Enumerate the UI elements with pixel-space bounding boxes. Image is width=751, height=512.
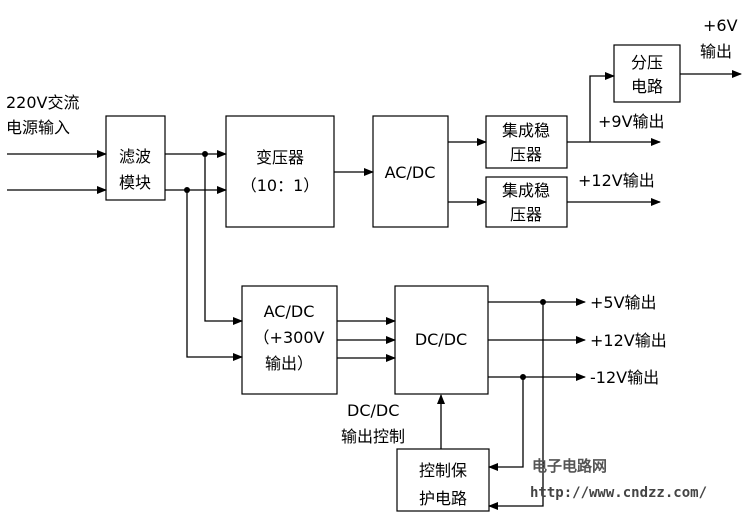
- plus6v-label-line2: 输出: [700, 42, 732, 61]
- regulator-2-label-line2: 压器: [510, 205, 542, 224]
- feedback-wire-5v: [488, 302, 544, 510]
- transformer-block: 变压器 （10：1）: [225, 115, 335, 228]
- acdc-bottom-label-line2: （+300V: [254, 328, 325, 347]
- watermark-url: http://www.cndzz.com/: [530, 485, 707, 501]
- input-label-line1: 220V交流: [6, 93, 80, 112]
- junction-dot: [520, 374, 526, 380]
- junction-dot: [184, 187, 190, 193]
- dcdc-label: DC/DC: [415, 330, 467, 349]
- regulator-2-block: 集成稳 压器: [485, 176, 568, 228]
- regulator-2-label-line1: 集成稳: [502, 181, 550, 200]
- filter-to-acdc-bottom-wire-1: [204, 154, 243, 325]
- plus5v-label: +5V输出: [590, 293, 657, 312]
- filter-module-label-line1: 滤波: [119, 147, 151, 166]
- minus12v-label: -12V输出: [590, 368, 659, 387]
- control-protect-label-line2: 护电路: [419, 489, 467, 508]
- regulator-1-label-line1: 集成稳: [502, 121, 550, 140]
- regulator-to-divider-wire: [589, 72, 615, 142]
- control-protect-label-line1: 控制保: [419, 461, 467, 480]
- plus12v-bottom-label: +12V输出: [590, 331, 667, 350]
- dcdc-control-label-line2: 输出控制: [341, 427, 405, 446]
- acdc-top-block: AC/DC: [372, 115, 449, 228]
- feedback-wire-12v: [488, 377, 524, 471]
- control-protect-block: 控制保 护电路: [396, 448, 490, 512]
- wires: [7, 70, 742, 510]
- acdc-bottom-label-line1: AC/DC: [264, 302, 315, 321]
- acdc-top-label: AC/DC: [385, 163, 436, 182]
- acdc-bottom-label-line3: 输出）: [265, 354, 313, 373]
- dcdc-block: DC/DC: [394, 285, 489, 395]
- input-label-line2: 电源输入: [6, 118, 70, 137]
- filter-module-block: 滤波 模块: [105, 115, 166, 201]
- regulator-1-label-line2: 压器: [510, 145, 542, 164]
- transformer-label-line1: 变压器: [256, 148, 304, 167]
- filter-to-acdc-bottom-wire-2: [186, 190, 243, 361]
- plus6v-label-line1: +6V: [703, 16, 738, 35]
- divider-label-line2: 电路: [631, 77, 663, 96]
- acdc-bottom-block: AC/DC （+300V 输出）: [241, 285, 338, 395]
- divider-circuit-block: 分压 电路: [613, 44, 681, 103]
- plus9v-label: +9V输出: [598, 112, 665, 131]
- watermark-name: 电子电路网: [532, 457, 607, 475]
- plus12v-top-label: +12V输出: [578, 171, 655, 190]
- divider-label-line1: 分压: [631, 53, 663, 72]
- transformer-label-line2: （10：1）: [241, 176, 320, 195]
- regulator-1-block: 集成稳 压器: [485, 115, 568, 169]
- junction-dot: [202, 151, 208, 157]
- filter-module-label-line2: 模块: [119, 173, 151, 192]
- junction-dot: [540, 299, 546, 305]
- dcdc-control-label-line1: DC/DC: [347, 401, 399, 420]
